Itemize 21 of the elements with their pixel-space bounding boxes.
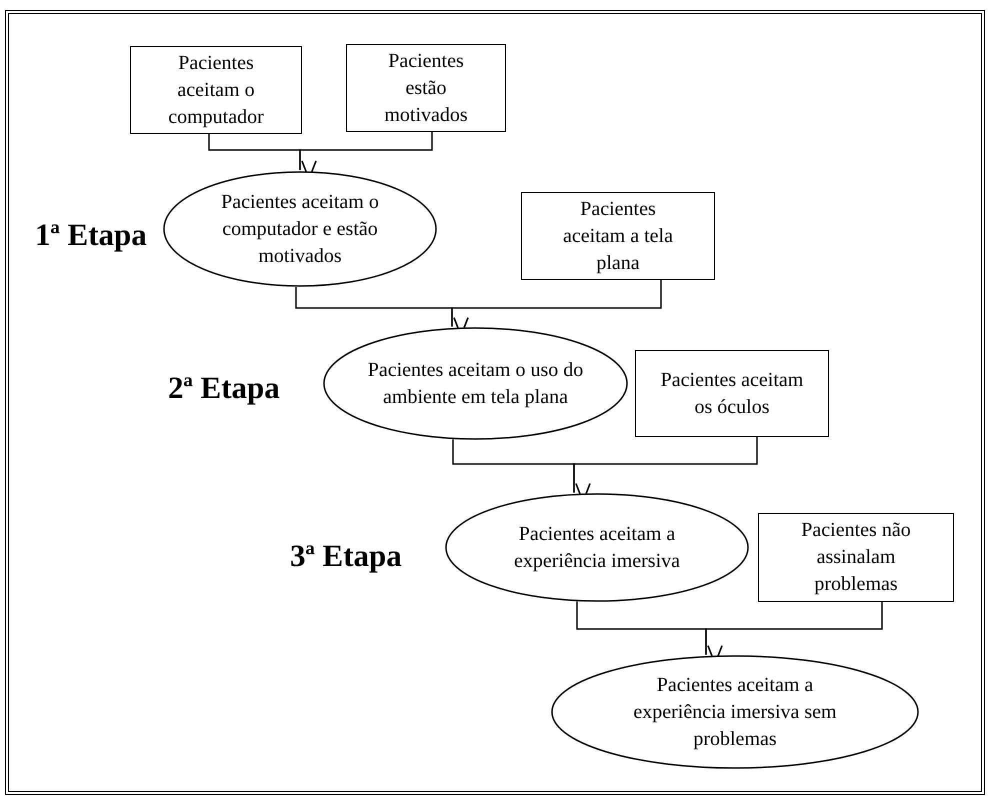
ellipse-node (323, 327, 628, 440)
ellipse-node (163, 171, 437, 287)
node-text: Pacientes estão motivados (383, 48, 469, 128)
node-text: Pacientes aceitam o computador e estão motivados (220, 190, 380, 268)
process-box (346, 44, 506, 132)
ellipse-node (551, 655, 919, 769)
ellipse-node (445, 493, 749, 602)
node-text: Pacientes aceitam o computador (167, 50, 265, 130)
process-box (758, 513, 954, 602)
stage-label: 3ª Etapa (290, 538, 402, 574)
node-text: Pacientes aceitam a tela plana (562, 196, 674, 276)
stage-label: 1ª Etapa (35, 217, 147, 253)
node-text: Pacientes não assinalam problemas (800, 518, 912, 597)
node-text: Pacientes aceitam a experiência imersiva (512, 522, 682, 574)
process-box (635, 350, 829, 437)
node-text: Pacientes aceitam os óculos (660, 368, 804, 420)
node-text: Pacientes aceitam o uso do ambiente em tela plana (366, 358, 584, 410)
node-text: Pacientes aceitam a experiência imersiva sem problemas (632, 672, 838, 752)
process-box (130, 46, 302, 134)
process-box (521, 192, 715, 280)
stage-label: 2ª Etapa (168, 370, 280, 406)
